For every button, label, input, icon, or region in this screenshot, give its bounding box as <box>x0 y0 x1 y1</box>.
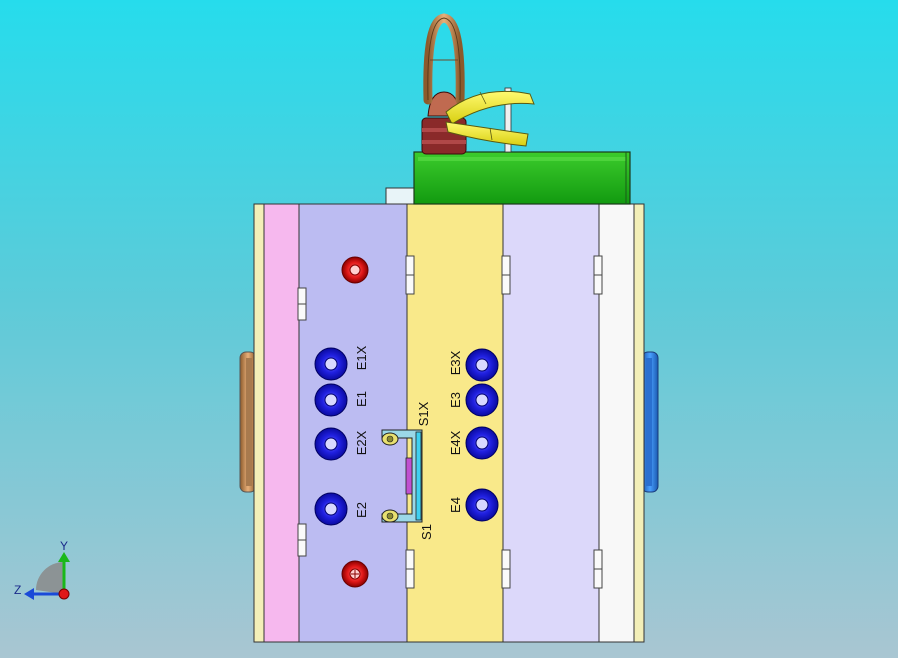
label-e4x: E4X <box>448 430 463 455</box>
triad-z-label: Z <box>14 583 21 597</box>
plate-left-edge <box>253 203 265 643</box>
switch-bracket[interactable] <box>381 429 423 523</box>
yellow-clip[interactable] <box>445 87 535 153</box>
connector-e1[interactable] <box>314 383 348 417</box>
x-axis-dot <box>58 588 70 600</box>
plate-white[interactable] <box>598 203 635 643</box>
label-s1x: S1X <box>416 401 431 426</box>
connector-e3x[interactable] <box>465 348 499 382</box>
label-e1x: E1X <box>354 345 369 370</box>
connector-e2x[interactable] <box>314 427 348 461</box>
guide-notches <box>297 255 603 589</box>
red-connector-top[interactable] <box>341 256 369 284</box>
plate-pink[interactable] <box>263 203 300 643</box>
mold-plate-stack[interactable] <box>253 203 645 643</box>
connector-e1x[interactable] <box>314 347 348 381</box>
label-e2: E2 <box>354 502 369 518</box>
label-e1: E1 <box>354 391 369 407</box>
switch-screw-bottom <box>381 509 399 523</box>
connector-e4[interactable] <box>465 488 499 522</box>
triad-y-label: Y <box>60 539 68 553</box>
plate-light-lavender[interactable] <box>502 203 600 643</box>
connector-e2[interactable] <box>314 492 348 526</box>
connector-e3[interactable] <box>465 383 499 417</box>
connector-e4x[interactable] <box>465 426 499 460</box>
plate-right-edge <box>633 203 645 643</box>
red-connector-bottom[interactable] <box>341 560 369 588</box>
green-top-block[interactable] <box>413 151 631 205</box>
label-e3x: E3X <box>448 350 463 375</box>
label-e2x: E2X <box>354 430 369 455</box>
top-tab <box>385 187 415 205</box>
label-e4: E4 <box>448 497 463 513</box>
plate-yellow[interactable] <box>406 203 504 643</box>
coordinate-triad[interactable]: Y Z <box>14 539 70 600</box>
label-s1: S1 <box>419 524 434 540</box>
label-e3: E3 <box>448 392 463 408</box>
switch-screw-top <box>381 432 399 446</box>
